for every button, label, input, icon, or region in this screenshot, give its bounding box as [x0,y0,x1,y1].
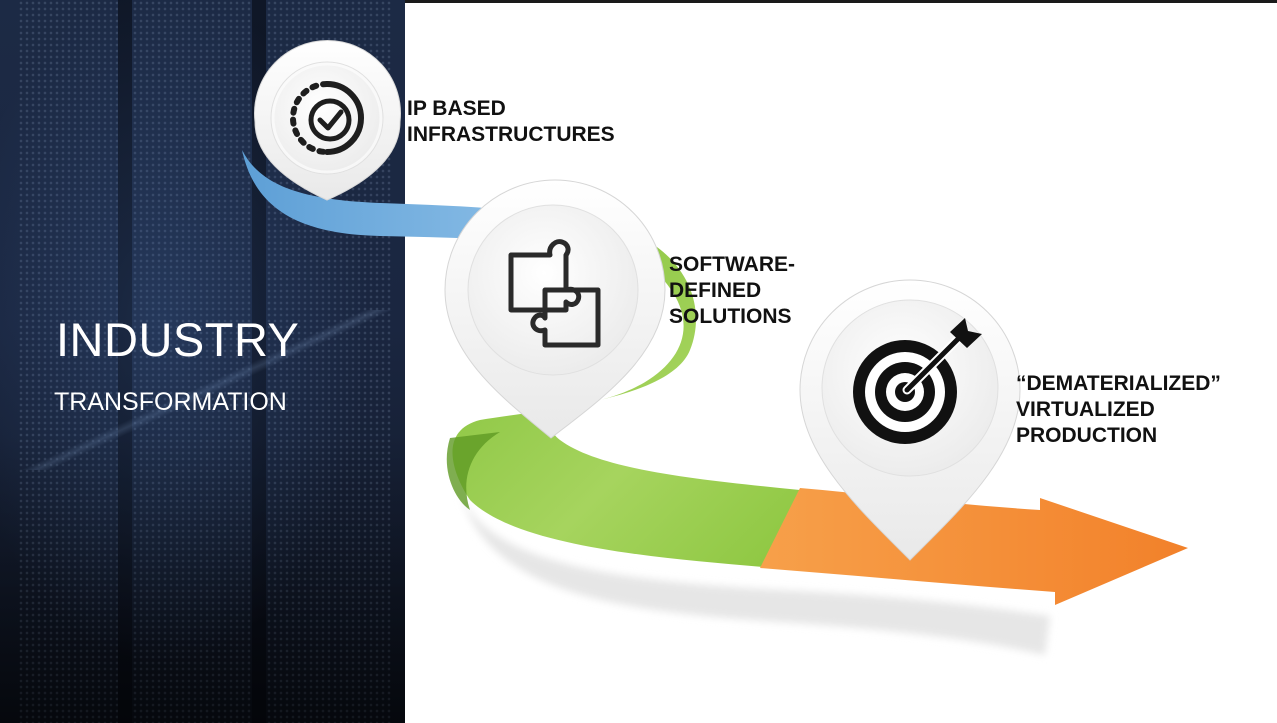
pin-ip-based [254,40,401,201]
ribbon-fold-green [446,432,500,510]
pin-dematerialized [799,279,1021,561]
puzzle-icon [508,239,601,348]
check-circle-icon [290,81,364,155]
ribbon-segment-orange [760,488,1188,605]
top-border [0,0,1277,3]
ribbon-segment-green [452,222,800,570]
pin-software-defined [444,179,666,439]
ribbon-shadow [455,468,1050,655]
step-label-software-defined: SOFTWARE- DEFINED SOLUTIONS [669,253,795,328]
step-label-dematerialized: “DEMATERIALIZED” VIRTUALIZED PRODUCTION [1016,372,1221,447]
slide-title: INDUSTRY [56,313,300,366]
step-label-ip-based: IP BASED INFRASTRUCTURES [407,97,615,146]
slide-subtitle: TRANSFORMATION [54,388,287,416]
target-icon [853,318,982,444]
